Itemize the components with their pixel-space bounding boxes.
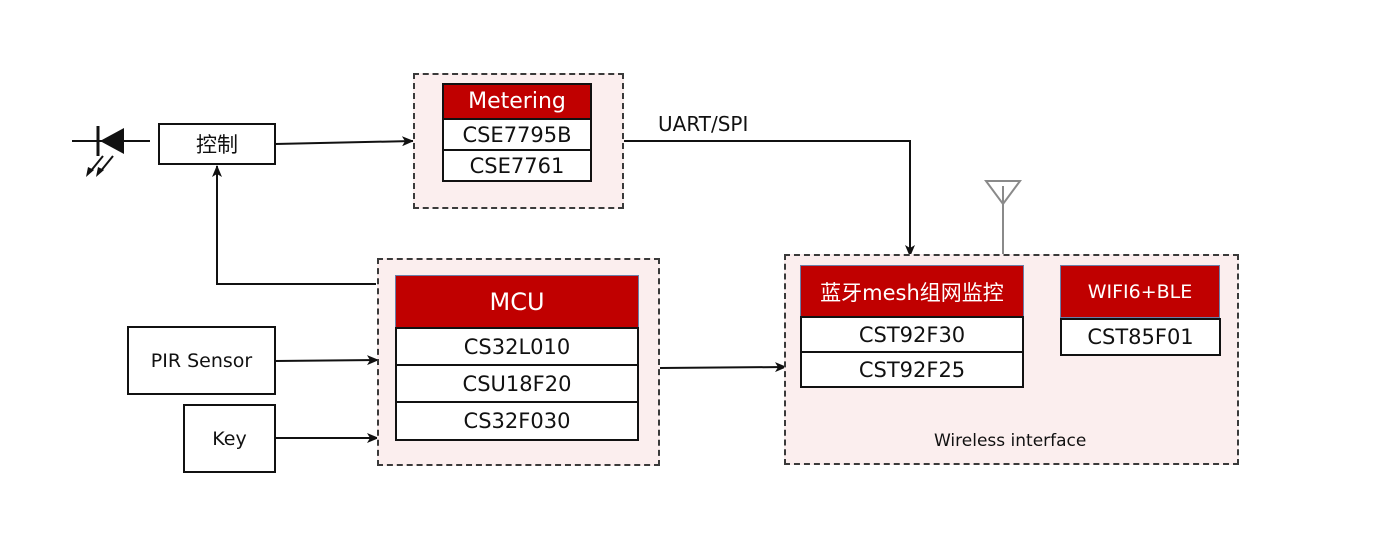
control-label: 控制 <box>196 133 238 157</box>
antenna-icon <box>984 180 1022 255</box>
metering-header: Metering <box>442 83 592 120</box>
ble-mesh-header-label: 蓝牙mesh组网监控 <box>820 280 1004 305</box>
mcu-chip-label: CSU18F20 <box>462 371 572 396</box>
wireless-caption: Wireless interface <box>934 431 1086 451</box>
metering-chip-label: CSE7795B <box>462 122 572 147</box>
control-box: 控制 <box>158 123 276 165</box>
wifi6-ble-header: WIFI6+BLE <box>1060 265 1220 318</box>
ble-chip-2: CST92F25 <box>800 351 1024 388</box>
led-diode-icon <box>72 126 150 177</box>
mcu-chip-3: CS32F030 <box>395 401 639 441</box>
key-box: Key <box>183 404 276 473</box>
wireless-caption-text: Wireless interface <box>934 431 1087 451</box>
metering-chip-2: CSE7761 <box>442 149 592 182</box>
mcu-header-label: MCU <box>489 288 545 316</box>
uart-spi-text: UART/SPI <box>658 112 749 136</box>
pir-sensor-box: PIR Sensor <box>127 326 276 395</box>
ble-chip-label: CST92F25 <box>858 357 966 382</box>
metering-chip-label: CSE7761 <box>469 153 565 178</box>
wifi6-ble-header-label: WIFI6+BLE <box>1087 280 1193 303</box>
uart-spi-label: UART/SPI <box>658 112 748 136</box>
mcu-chip-label: CS32F030 <box>463 409 571 433</box>
pir-to-mcu-arrow <box>274 355 379 366</box>
mcu-chip-2: CSU18F20 <box>395 364 639 403</box>
metering-chip-1: CSE7795B <box>442 118 592 151</box>
ble-chip-label: CST92F30 <box>858 322 966 347</box>
ble-mesh-header: 蓝牙mesh组网监控 <box>800 265 1024 318</box>
pir-sensor-label: PIR Sensor <box>150 349 253 372</box>
mcu-to-wireless-arrow <box>659 362 787 373</box>
uart-spi-arrow <box>623 140 915 257</box>
control-to-metering-arrow <box>274 136 414 147</box>
mcu-chip-1: CS32L010 <box>395 327 639 366</box>
wifi-chip-1: CST85F01 <box>1060 318 1221 356</box>
mcu-to-control-arrow <box>212 165 376 285</box>
metering-header-label: Metering <box>468 89 566 114</box>
mcu-chip-label: CS32L010 <box>463 334 571 359</box>
mcu-header: MCU <box>395 275 639 329</box>
wifi-chip-label: CST85F01 <box>1087 325 1194 349</box>
ble-chip-1: CST92F30 <box>800 316 1024 353</box>
key-label: Key <box>212 427 247 450</box>
